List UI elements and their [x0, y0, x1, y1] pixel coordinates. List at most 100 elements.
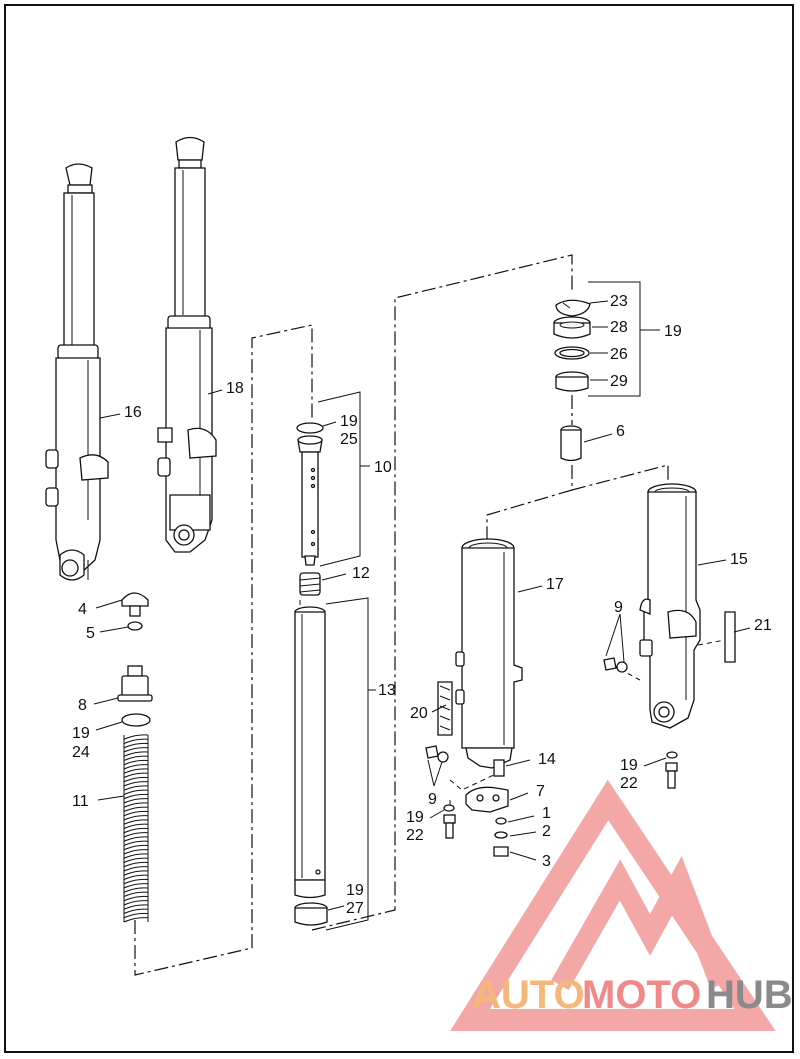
part-11-spring [123, 734, 149, 923]
callout-6: 6 [616, 423, 625, 440]
callout-27: 27 [346, 900, 364, 917]
spring-coil [123, 806, 149, 812]
part-29-bushing [555, 371, 589, 392]
callout-19-bolt-left: 19 [406, 809, 424, 826]
spring-coil [123, 819, 149, 825]
callout-19-left: 19 [72, 725, 90, 742]
callout-4: 4 [78, 601, 87, 618]
callout-20: 20 [410, 705, 428, 722]
spring-coil [123, 815, 149, 821]
callout-24: 24 [72, 744, 90, 761]
callout-22-right: 22 [620, 775, 638, 792]
spring-coil [123, 734, 149, 740]
callout-26: 26 [610, 346, 628, 363]
part-23-retaining-ring [555, 299, 591, 317]
spring-coil [123, 810, 149, 817]
assembly-lines [134, 254, 726, 976]
watermark-hub: HUB [706, 973, 793, 1017]
fork-leg-18 [157, 136, 217, 553]
callout-14: 14 [538, 751, 556, 768]
spring-coil [123, 798, 149, 804]
callout-11: 11 [72, 793, 89, 810]
spring-coil [123, 827, 149, 834]
spring-coil [123, 832, 149, 838]
part-9-screws-right [603, 657, 628, 673]
spring-coil [123, 866, 149, 872]
callout-9-left: 9 [428, 791, 437, 808]
part-28-seal [553, 316, 591, 339]
spring-coil [123, 849, 149, 855]
part-5-washer [127, 621, 143, 631]
callout-3: 3 [542, 853, 551, 870]
spring-coil [123, 785, 149, 791]
callout-17: 17 [546, 576, 564, 593]
part-21-sleeve [724, 611, 736, 663]
spring-coil [123, 917, 149, 923]
part-27-bushing [294, 902, 328, 926]
callout-19-bottom: 19 [346, 882, 364, 899]
spring-coil [123, 759, 149, 766]
leader-lines [93, 281, 751, 931]
spring-coil [123, 912, 149, 919]
part-4-cap [121, 592, 149, 617]
callout-19-right: 19 [664, 323, 682, 340]
spring-coil [123, 755, 149, 761]
callout-1: 1 [542, 805, 551, 822]
callout-22-left: 22 [406, 827, 424, 844]
spring-coil [123, 802, 149, 808]
spring-coil [123, 823, 149, 829]
spring-coil [123, 747, 149, 753]
watermark-auto: AUTO [472, 973, 585, 1017]
callout-8: 8 [78, 697, 87, 714]
callout-28: 28 [610, 319, 628, 336]
callout-25: 25 [340, 431, 358, 448]
spring-coil [123, 874, 149, 880]
spring-coil [123, 776, 149, 783]
callout-19-center: 19 [340, 413, 358, 430]
watermark-moto: MOTO [582, 973, 701, 1017]
spring-coil [123, 768, 149, 774]
fork-slider-17 [455, 538, 523, 777]
callout-23: 23 [610, 293, 628, 310]
callout-10: 10 [374, 459, 392, 476]
spring-coil [123, 853, 149, 859]
callout-29: 29 [610, 373, 628, 390]
spring-coil [123, 764, 149, 770]
part-9-screws-left [425, 745, 449, 763]
part-19-22-bolt-left [443, 804, 456, 839]
spring-coil [123, 836, 149, 842]
part-20-sleeve [437, 681, 453, 736]
part-12-spring-short [299, 572, 321, 596]
logo-m-shape [551, 856, 730, 990]
spring-coil [123, 751, 149, 757]
spring-coil [123, 904, 149, 910]
part-8-plug [117, 665, 153, 702]
callout-15: 15 [730, 551, 748, 568]
spring-coil [123, 887, 149, 893]
spring-coil [123, 891, 149, 897]
part-13-fork-tube [294, 606, 326, 899]
spring-coil [123, 900, 149, 906]
spring-coil [123, 870, 149, 876]
spring-coil [123, 883, 149, 889]
part-19-oring-left [121, 713, 151, 727]
spring-coil [123, 781, 149, 787]
part-washers-1-2-3 [493, 817, 509, 857]
spring-coil [123, 844, 149, 851]
spring-coil [123, 793, 149, 800]
part-19-ring-top [296, 422, 324, 434]
spring-coil [123, 742, 149, 749]
spring-coil [123, 857, 149, 863]
callout-12: 12 [352, 565, 370, 582]
spring-coil [123, 789, 149, 795]
callout-labels: 16 18 4 5 8 19 24 11 19 25 10 12 13 19 2… [72, 293, 772, 917]
spring-coil [123, 878, 149, 885]
watermark-text: AUTO MOTO HUB [472, 973, 793, 1017]
spring-coil [123, 861, 149, 868]
callout-16: 16 [124, 404, 142, 421]
spring-coil [123, 895, 149, 902]
callout-9-right: 9 [614, 599, 623, 616]
fork-slider-15 [639, 483, 701, 729]
part-10-damper-tube [297, 435, 323, 566]
